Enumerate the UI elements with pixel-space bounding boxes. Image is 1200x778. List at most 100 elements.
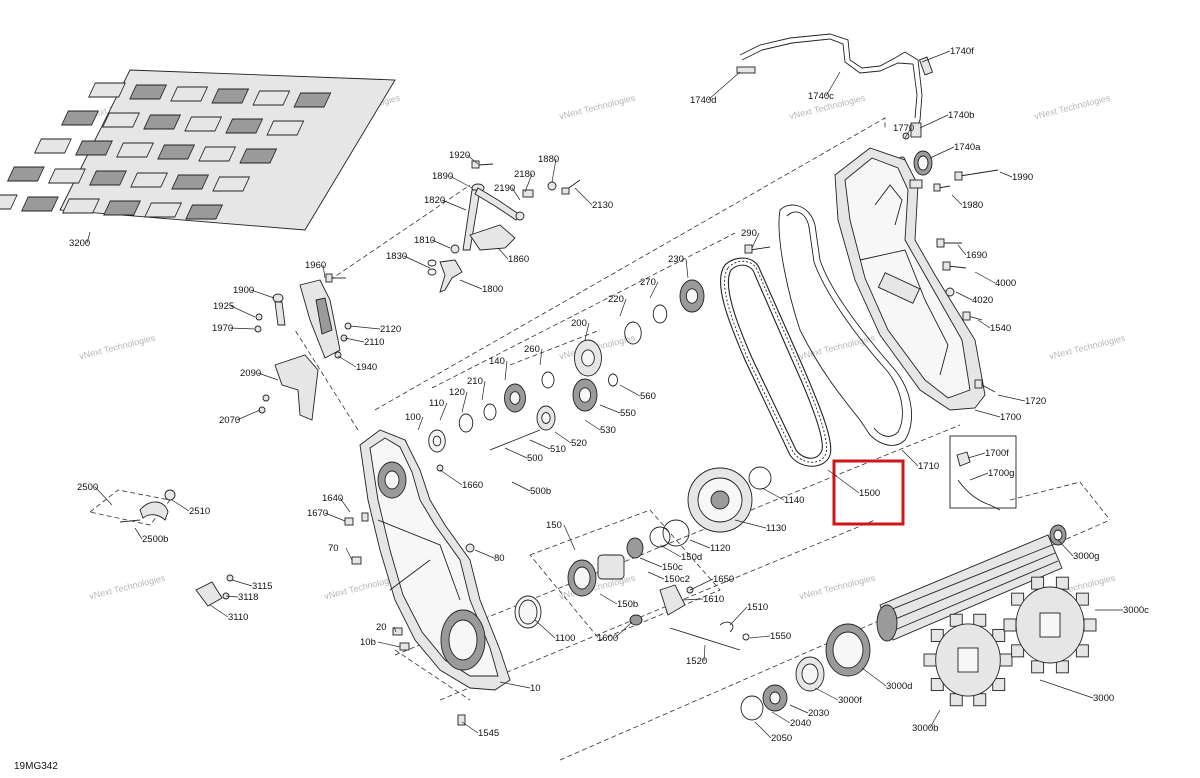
callout-label-20: 20 xyxy=(376,622,387,633)
bolts-right[interactable] xyxy=(744,169,999,393)
inset-1700f-1700g[interactable] xyxy=(949,435,1017,511)
leader-line-1700 xyxy=(974,409,1001,418)
callout-label-2130: 2130 xyxy=(592,200,613,211)
leader-line-2030 xyxy=(789,704,809,714)
chaincase-cover-1700[interactable] xyxy=(834,147,986,411)
leader-line-1540 xyxy=(977,319,991,329)
callout-label-1640: 1640 xyxy=(322,493,343,504)
callout-label-1700f: 1700f xyxy=(985,448,1009,459)
callout-label-2190: 2190 xyxy=(494,183,515,194)
bearing-3000d[interactable] xyxy=(740,623,871,721)
callout-label-150d: 150d xyxy=(681,552,702,563)
callout-label-2040: 2040 xyxy=(790,718,811,729)
leader-line-530 xyxy=(584,419,601,431)
leader-line-1610 xyxy=(681,598,704,601)
callout-label-1740f: 1740f xyxy=(950,46,974,57)
track-lug xyxy=(61,110,99,126)
leader-line-1810 xyxy=(431,239,451,249)
leader-line-1550 xyxy=(749,635,771,639)
tensioner-1600[interactable] xyxy=(629,584,750,651)
sprocket-1120[interactable] xyxy=(649,466,772,548)
callout-label-510: 510 xyxy=(550,444,566,455)
callout-label-2180: 2180 xyxy=(514,169,535,180)
leader-line-150b xyxy=(599,593,618,605)
callout-label-1720: 1720 xyxy=(1025,396,1046,407)
callout-label-1920: 1920 xyxy=(449,150,470,161)
callout-label-560: 560 xyxy=(640,391,656,402)
chaincase-10[interactable] xyxy=(359,429,511,691)
gear xyxy=(483,403,497,421)
watermark-text: vNext Technologies xyxy=(798,573,876,602)
part-3110[interactable] xyxy=(195,574,234,607)
leader-line-140 xyxy=(504,360,508,381)
leader-line-1510 xyxy=(729,606,748,626)
chaincase-fasteners[interactable] xyxy=(344,464,475,726)
callout-label-2090: 2090 xyxy=(240,368,261,379)
leader-line-1920 xyxy=(466,154,479,165)
leader-line-510 xyxy=(529,439,551,450)
drive-shaft-3000[interactable] xyxy=(876,524,1067,642)
callout-label-150c: 150c xyxy=(662,562,683,573)
callout-label-1700: 1700 xyxy=(1000,412,1021,423)
leader-line-2130 xyxy=(574,187,593,206)
track-lug xyxy=(171,174,210,190)
leader-line-1670 xyxy=(324,512,346,522)
leader-line-1990 xyxy=(999,171,1013,178)
drive-chain-1500[interactable] xyxy=(720,257,832,467)
gear-hub xyxy=(509,391,521,405)
leader-line-2110 xyxy=(344,337,365,343)
callout-label-210: 210 xyxy=(467,376,483,387)
sprocket-tooth xyxy=(1011,592,1025,606)
leader-line-1545 xyxy=(461,721,479,734)
leader-line-1820 xyxy=(441,199,467,211)
highlight-box-1500 xyxy=(832,459,905,526)
callout-label-1700g: 1700g xyxy=(988,468,1014,479)
leader-line-3000 xyxy=(1039,679,1094,699)
callout-label-3115: 3115 xyxy=(252,581,272,592)
gear-shaft-group[interactable] xyxy=(428,279,705,453)
leader-line-2190 xyxy=(511,187,521,201)
leader-line-150c2 xyxy=(647,571,665,580)
leader-line-100 xyxy=(417,416,424,431)
callout-label-3000b: 3000b xyxy=(912,723,938,734)
bracket-group-1900[interactable] xyxy=(254,273,352,421)
leader-line-2500b xyxy=(134,527,143,540)
callout-label-1980: 1980 xyxy=(962,200,983,211)
track-lug xyxy=(33,138,72,154)
bearing-150-group[interactable] xyxy=(514,537,644,629)
leader-line-1800 xyxy=(459,279,483,290)
gear-hub xyxy=(541,412,551,424)
track-sprocket xyxy=(1003,576,1097,674)
drive-sprockets[interactable] xyxy=(923,576,1097,707)
track-lug xyxy=(184,116,223,132)
track-lug xyxy=(6,166,45,182)
leader-line-1890 xyxy=(449,175,473,189)
track-lug xyxy=(211,88,250,104)
leader-line-1740f xyxy=(921,50,951,63)
watermark-text: vNext Technologies xyxy=(88,573,166,602)
callout-label-1990: 1990 xyxy=(1012,172,1033,183)
sprocket-tooth xyxy=(1055,660,1069,674)
track-lug xyxy=(129,84,168,100)
leader-line-3200 xyxy=(86,231,91,244)
callout-label-500b: 500b xyxy=(530,486,551,497)
part-2500[interactable] xyxy=(119,489,176,523)
callout-label-3000f: 3000f xyxy=(838,695,862,706)
callout-label-230: 230 xyxy=(668,254,684,265)
watermark-text: vNext Technologies xyxy=(798,333,876,362)
leader-line-260 xyxy=(539,348,543,366)
callout-label-1800: 1800 xyxy=(482,284,503,295)
chain-guide-1710[interactable] xyxy=(778,204,912,446)
sprocket-tooth xyxy=(930,678,944,692)
leader-line-1120 xyxy=(689,539,711,549)
gear-hub xyxy=(578,387,592,403)
track-3200[interactable] xyxy=(0,69,396,231)
gear-hub xyxy=(432,435,442,447)
callout-label-2120: 2120 xyxy=(380,324,401,335)
shift-linkage-1800[interactable] xyxy=(427,160,581,293)
leader-line-1100 xyxy=(534,619,556,639)
track-lug xyxy=(266,120,305,136)
track-lug xyxy=(0,194,18,210)
leader-line-3000b xyxy=(929,709,941,729)
